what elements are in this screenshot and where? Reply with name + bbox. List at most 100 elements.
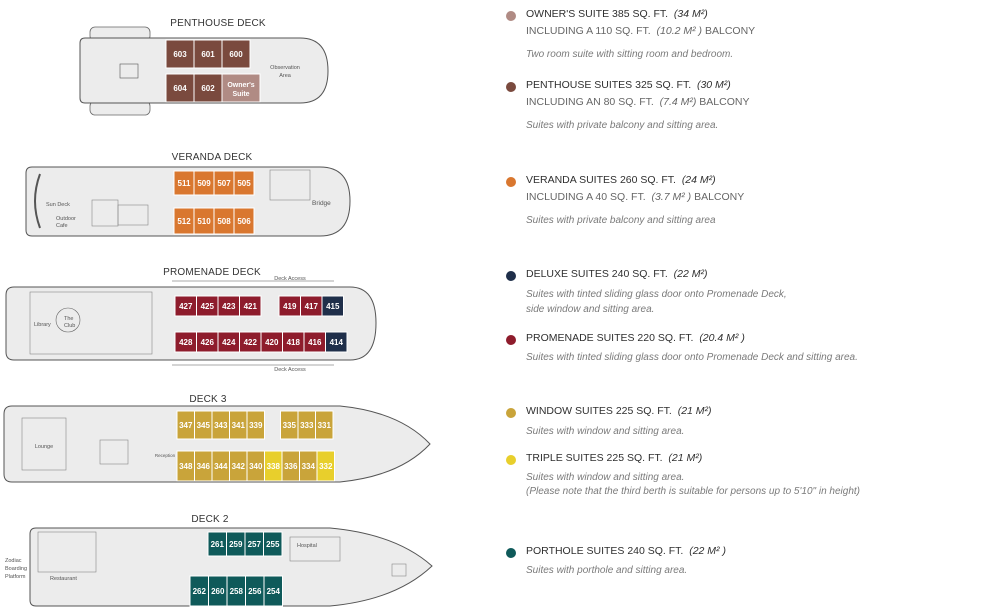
cabin-number: 343 [214, 421, 228, 430]
cabin-number: 345 [197, 421, 211, 430]
label-bridge: Bridge [312, 200, 331, 207]
cabin-261: 261 [207, 531, 227, 557]
cabin-336: 336 [281, 450, 300, 482]
cabin-259: 259 [226, 531, 246, 557]
cabin-345: 345 [194, 410, 213, 440]
deck-title-promenade: PROMENADE DECK [163, 267, 261, 278]
cabin-332: 332 [316, 450, 335, 482]
restaurant-area [37, 531, 97, 573]
cabin-fill [315, 410, 334, 440]
cabin-number: 422 [244, 338, 258, 347]
cabin-number: 604 [173, 84, 187, 93]
label-club: Club [64, 323, 75, 329]
label-boarding: Boarding [5, 566, 27, 572]
tank [391, 563, 407, 577]
cabin-number: 506 [237, 217, 251, 226]
deck-title-2: DECK 2 [191, 514, 229, 525]
cabin-428: 428 [174, 331, 197, 353]
cabin-603: 603 [165, 39, 195, 69]
cabin-number: 342 [232, 462, 246, 471]
label-library: Library [34, 322, 51, 328]
cabin-number: 600 [229, 50, 243, 59]
deck-title-penthouse: PENTHOUSE DECK [170, 18, 266, 29]
cabin-420: 420 [260, 331, 283, 353]
balcony-metric: (3.7 M² ) [651, 191, 692, 203]
balcony-size: INCLUDING A 110 SQ. FT. [526, 25, 651, 37]
label-zodiac: Zodiac [5, 558, 22, 564]
cabin-416: 416 [303, 331, 326, 353]
stair-area [99, 439, 129, 465]
label-reception: Reception [155, 453, 176, 458]
cabin-fill [321, 295, 344, 317]
cabin-number: 417 [305, 302, 319, 311]
cabin-number: 426 [201, 338, 215, 347]
cabin-604: 604 [165, 73, 195, 103]
cabin-number: 332 [319, 462, 333, 471]
label-hospital: Hospital [297, 543, 317, 549]
cabin-number: 505 [237, 179, 251, 188]
penthouse-hull [79, 37, 329, 104]
cabin-421: 421 [239, 295, 262, 317]
cabin-number: 414 [330, 338, 344, 347]
deck-title-3: DECK 3 [189, 394, 227, 405]
cabin-511: 511 [173, 170, 195, 196]
cabin-343: 343 [211, 410, 230, 440]
cabin-601: 601 [193, 39, 223, 69]
cabin-number: 344 [214, 462, 228, 471]
cabin-number: 331 [318, 421, 332, 430]
deck-title-veranda: VERANDA DECK [172, 152, 253, 163]
cabin-342: 342 [229, 450, 248, 482]
bridge-area [269, 169, 311, 201]
hospital-area [289, 536, 341, 562]
label-sun-deck: Sun Deck [46, 202, 70, 208]
cabin-number: 421 [244, 302, 258, 311]
cabin-number: 334 [302, 462, 316, 471]
sun-deck-rail [34, 173, 41, 229]
cabin-339: 339 [246, 410, 265, 440]
cabin-number: 340 [249, 462, 263, 471]
cabin-602: 602 [193, 73, 223, 103]
cabin-number: Owner's [227, 82, 254, 89]
suite-description: Two room suite with sitting room and bed… [526, 49, 734, 60]
cabin-347: 347 [176, 410, 195, 440]
label-cafe: Cafe [56, 223, 68, 229]
cabin-256: 256 [245, 575, 265, 607]
suite-metric: (30 M²) [696, 79, 731, 91]
cabin-419: 419 [278, 295, 301, 317]
label-outdoor: Outdoor [56, 216, 76, 222]
cabin-number: 427 [179, 302, 193, 311]
cabin-number: 336 [284, 462, 298, 471]
suite-description: Suites with window and sitting area. [526, 472, 685, 483]
cabin-fill [246, 410, 265, 440]
cabin-338: 338 [264, 450, 283, 482]
cabin-427: 427 [174, 295, 197, 317]
suite-name: WINDOW SUITES 225 SQ. FT. [526, 405, 672, 417]
cabin-fill [325, 331, 348, 353]
cabin-number: 262 [193, 587, 207, 596]
legend: OWNER'S SUITE 385 SQ. FT. (34 M²) INCLUD… [504, 0, 984, 610]
swatch [506, 548, 516, 558]
cabin-number: 341 [232, 421, 246, 430]
cabin-348: 348 [176, 450, 195, 482]
cabin-258: 258 [226, 575, 246, 607]
cabin-number: 348 [179, 462, 193, 471]
cabin-number: 416 [308, 338, 322, 347]
label-observation: Observation [270, 65, 300, 71]
cabin-number: 260 [211, 587, 225, 596]
swatch [506, 11, 516, 21]
label-area: Area [279, 73, 292, 79]
cabin-number: 601 [201, 50, 215, 59]
suite-metric: (20.4 M² ) [699, 332, 745, 344]
stair-area [117, 204, 149, 226]
cabin-number: 424 [222, 338, 236, 347]
suite-description: Suites with private balcony and sitting … [526, 120, 719, 131]
cabin-number: 415 [326, 302, 340, 311]
cabin-fill [263, 531, 283, 557]
cabin-418: 418 [282, 331, 305, 353]
cabin-509: 509 [193, 170, 215, 196]
cabin-number-line2: Suite [232, 91, 249, 98]
cabin-number: 254 [267, 587, 281, 596]
